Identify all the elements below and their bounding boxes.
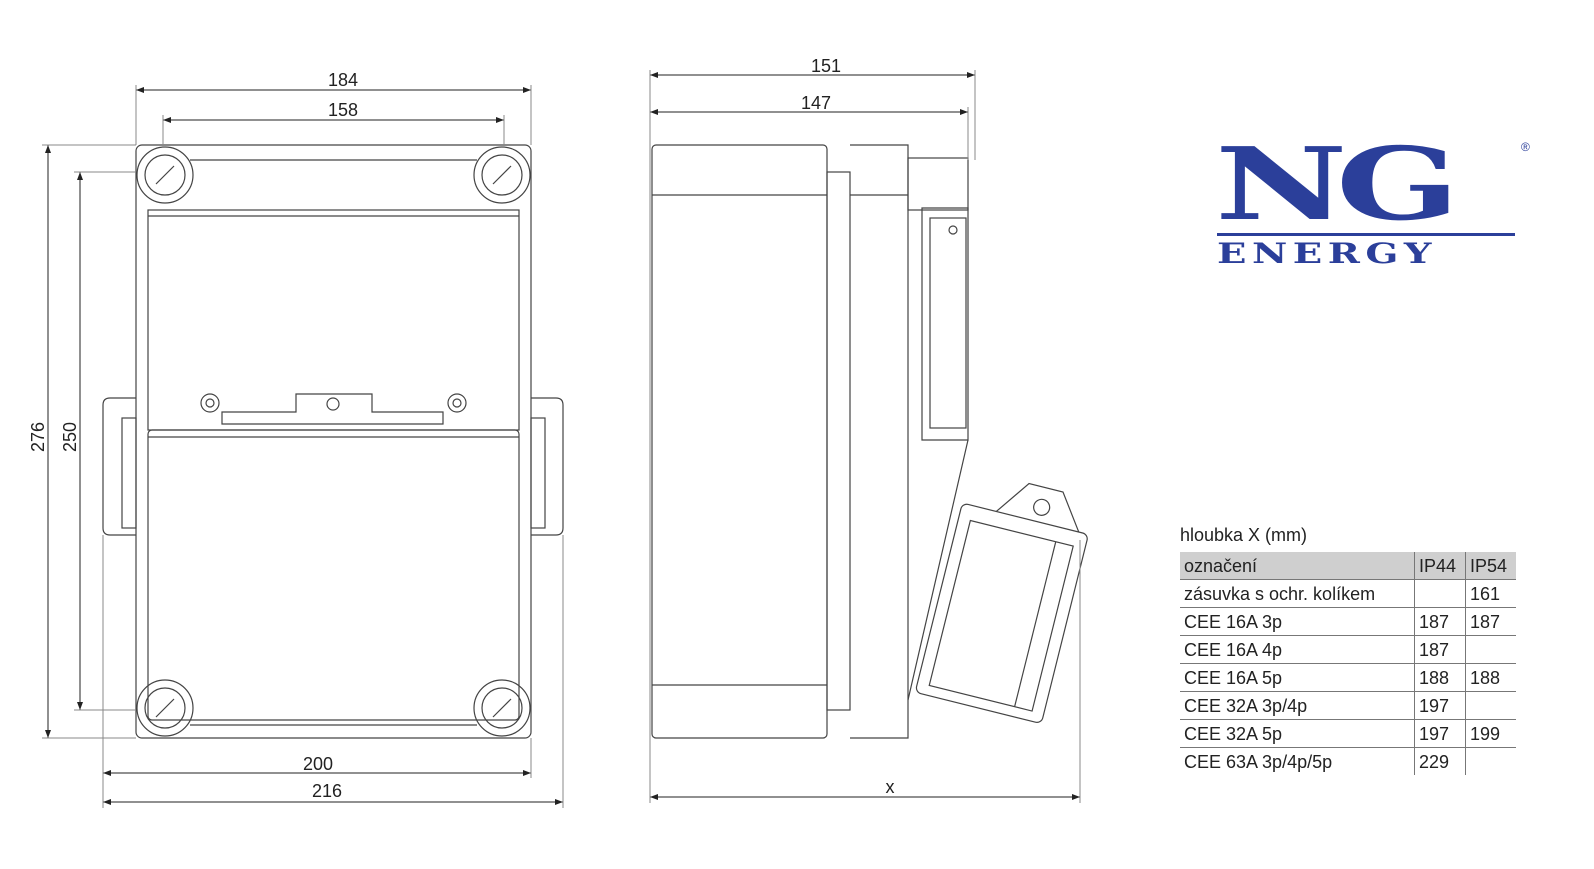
side-body — [651, 144, 828, 739]
corner-screws — [136, 146, 531, 737]
cell-designation: CEE 32A 3p/4p — [1180, 691, 1415, 720]
cell-designation: CEE 63A 3p/4p/5p — [1184, 751, 1333, 772]
left-mounting-flange — [102, 397, 136, 536]
logo-sub-text: ENERGY — [1217, 237, 1438, 270]
cell-designation: CEE 32A 5p — [1180, 719, 1415, 748]
cell-designation: CEE 16A 5p — [1180, 663, 1415, 692]
cell-ip54: 199 — [1465, 719, 1516, 748]
dimension-lines — [42, 70, 1081, 808]
cell-ip44: 187 — [1414, 635, 1466, 664]
header-designation: označení — [1180, 552, 1415, 580]
cell-ip54: 188 — [1465, 663, 1516, 692]
header-ip44: IP44 — [1414, 552, 1466, 580]
socket-bracket — [921, 207, 969, 441]
cell-ip54: 187 — [1465, 607, 1516, 636]
front-view — [102, 144, 564, 739]
dim-inner-width: 158 — [328, 100, 358, 120]
table-caption: hloubka X (mm) — [1180, 525, 1308, 545]
registered-mark: ® — [1521, 140, 1530, 154]
cell-ip44 — [1414, 579, 1466, 608]
cell-ip44: 197 — [1414, 719, 1466, 748]
table-header: označení IP44 IP54 — [1180, 552, 1516, 580]
cell-ip44: 187 — [1414, 607, 1466, 636]
dim-base-width: 200 — [303, 754, 333, 774]
cell-ip44: 229 — [1414, 747, 1466, 775]
dim-total-depth: 151 — [811, 56, 841, 76]
cell-ip54 — [1465, 691, 1516, 720]
cell-ip54: 161 — [1465, 579, 1516, 608]
dim-outer-height: 276 — [28, 422, 48, 452]
dim-outer-width: 184 — [328, 70, 358, 90]
lid-latch — [200, 393, 467, 425]
side-view — [651, 144, 1088, 739]
dim-variable-depth: x — [886, 777, 895, 797]
cell-ip54 — [1465, 747, 1516, 775]
cell-ip54 — [1465, 635, 1516, 664]
angled-socket — [915, 482, 1088, 723]
logo-divider — [1217, 233, 1515, 236]
cell-designation: CEE 16A 3p — [1180, 607, 1415, 636]
enclosure-outline — [135, 144, 532, 739]
cell-ip44: 197 — [1414, 691, 1466, 720]
cell-designation: CEE 16A 4p — [1180, 635, 1415, 664]
depth-table: hloubka X (mm) označení IP44 IP54 zásuvk… — [1180, 522, 1516, 775]
cell-ip44: 188 — [1414, 663, 1466, 692]
ng-energy-logo: NG ® ENERGY — [1215, 125, 1535, 270]
table-row: zásuvka s ochr. kolíkem 161 — [1180, 579, 1516, 608]
dim-inner-height: 250 — [60, 422, 80, 452]
dim-total-width: 216 — [312, 781, 342, 801]
right-mounting-flange — [531, 397, 564, 536]
dimension-labels: 184 158 276 250 200 216 151 147 x — [28, 56, 895, 801]
cell-designation: zásuvka s ochr. kolíkem — [1180, 579, 1415, 608]
logo-main-text: NG — [1215, 125, 1460, 243]
dim-body-depth: 147 — [801, 93, 831, 113]
table-row: CEE 63A 3p/4p/5p 229 — [1180, 747, 1516, 775]
lower-lid — [147, 429, 520, 721]
header-ip54: IP54 — [1465, 552, 1516, 580]
